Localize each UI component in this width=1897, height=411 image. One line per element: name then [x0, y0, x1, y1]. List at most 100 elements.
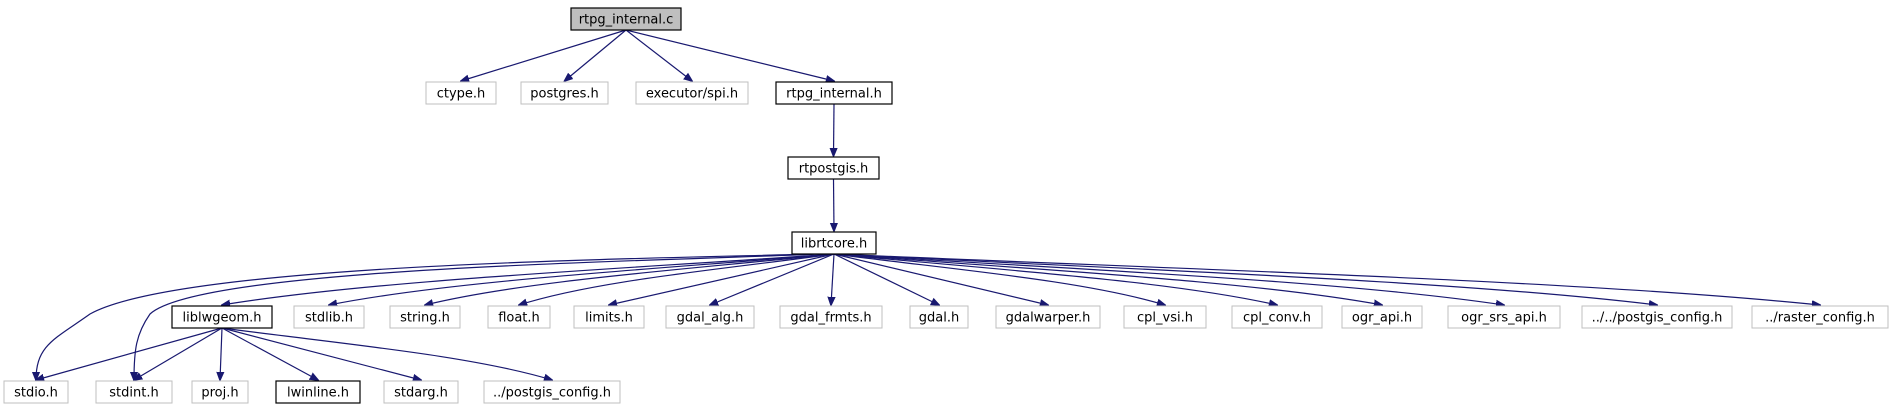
node-label-ogr-srs-api-h: ogr_srs_api.h: [1461, 311, 1547, 326]
nodes-layer: rtpg_internal.c ctype.h postgres.h executor…: [3, 7, 1889, 404]
node-rtpg-internal-c[interactable]: rtpg_internal.c: [570, 7, 682, 31]
edge-librtcore-h-to-string-h: [425, 253, 835, 305]
node-float-h: float.h: [487, 305, 551, 329]
node-box-postgis-config-up1-h: [483, 380, 621, 404]
node-label-limits-h: limits.h: [585, 311, 633, 326]
node-string-h: string.h: [389, 305, 461, 329]
node-box-string-h: [389, 305, 461, 329]
edge-librtcore-h-to-cpl-conv-h: [833, 253, 1277, 305]
edge-liblwgeom-h-to-stdio-h: [36, 327, 223, 380]
node-label-proj-h: proj.h: [201, 386, 238, 401]
node-label-ctype-h: ctype.h: [437, 87, 486, 102]
node-gdal-h: gdal.h: [909, 305, 969, 329]
node-postgis-config-up2-h: ../../postgis_config.h: [1581, 305, 1733, 329]
node-box-executor-spi-h: [635, 81, 749, 105]
edge-rtpg-internal-c-to-rtpg-internal-h: [625, 29, 834, 81]
node-label-executor-spi-h: executor/spi.h: [646, 87, 738, 102]
node-box-librtcore-h: [791, 231, 877, 255]
edge-librtcore-h-to-ogr-srs-api-h: [833, 253, 1504, 305]
node-box-proj-h: [191, 380, 249, 404]
edge-rtpg-internal-h-to-rtpostgis-h: [834, 103, 835, 156]
edge-librtcore-h-to-gdal-alg-h: [710, 253, 835, 305]
node-label-postgis-config-up2-h: ../../postgis_config.h: [1592, 311, 1723, 326]
node-box-stdio-h: [3, 380, 69, 404]
node-cpl-vsi-h: cpl_vsi.h: [1123, 305, 1207, 329]
node-box-postgres-h: [520, 81, 609, 105]
node-label-rtpg-internal-c: rtpg_internal.c: [579, 13, 674, 28]
node-label-stdlib-h: stdlib.h: [305, 311, 353, 326]
node-raster-config-h: ../raster_config.h: [1751, 305, 1889, 329]
edge-librtcore-h-to-liblwgeom-h: [222, 253, 835, 305]
edge-liblwgeom-h-to-proj-h: [220, 327, 222, 380]
node-stdarg-h: stdarg.h: [383, 380, 459, 404]
node-rtpostgis-h[interactable]: rtpostgis.h: [787, 156, 880, 180]
edge-librtcore-h-to-stdio-h: [36, 253, 815, 380]
edge-liblwgeom-h-to-stdarg-h: [221, 327, 421, 380]
node-label-librtcore-h: librtcore.h: [801, 237, 867, 252]
node-box-rtpg-internal-c: [570, 7, 682, 31]
edge-rtpg-internal-c-to-executor-spi-h: [625, 29, 692, 81]
node-box-liblwgeom-h: [171, 305, 273, 329]
node-label-liblwgeom-h: liblwgeom.h: [183, 311, 262, 326]
edge-liblwgeom-h-to-postgis-config-up1-h: [221, 327, 552, 380]
node-liblwgeom-h[interactable]: liblwgeom.h: [171, 305, 273, 329]
node-box-lwinline-h: [275, 380, 361, 404]
node-label-string-h: string.h: [400, 311, 450, 326]
node-box-ctype-h: [425, 81, 497, 105]
edge-librtcore-h-to-limits-h: [609, 253, 835, 305]
edge-librtcore-h-to-raster-config-h: [833, 253, 1820, 305]
node-label-rtpg-internal-h: rtpg_internal.h: [786, 87, 882, 102]
node-lwinline-h[interactable]: lwinline.h: [275, 380, 361, 404]
node-gdal-frmts-h: gdal_frmts.h: [779, 305, 883, 329]
edge-librtcore-h-to-stdlib-h: [329, 253, 835, 305]
node-box-rtpostgis-h: [787, 156, 880, 180]
node-label-gdal-alg-h: gdal_alg.h: [677, 311, 744, 326]
node-limits-h: limits.h: [573, 305, 645, 329]
edge-librtcore-h-to-ogr-api-h: [833, 253, 1382, 305]
node-label-postgres-h: postgres.h: [530, 87, 599, 102]
node-stdint-h: stdint.h: [95, 380, 173, 404]
node-box-gdalwarper-h: [995, 305, 1101, 329]
node-box-gdal-alg-h: [665, 305, 755, 329]
edges-layer: [36, 29, 1820, 380]
node-ctype-h: ctype.h: [425, 81, 497, 105]
edge-librtcore-h-to-gdalwarper-h: [833, 253, 1048, 305]
edge-librtcore-h-to-cpl-vsi-h: [833, 253, 1165, 305]
node-box-stdarg-h: [383, 380, 459, 404]
node-label-postgis-config-up1-h: ../postgis_config.h: [493, 386, 611, 401]
node-box-limits-h: [573, 305, 645, 329]
node-box-float-h: [487, 305, 551, 329]
node-box-gdal-frmts-h: [779, 305, 883, 329]
edge-librtcore-h-to-float-h: [519, 253, 835, 305]
node-label-gdal-frmts-h: gdal_frmts.h: [790, 311, 871, 326]
edge-librtcore-h-to-gdal-h: [833, 253, 939, 305]
edge-liblwgeom-h-to-lwinline-h: [221, 327, 318, 380]
node-label-gdal-h: gdal.h: [919, 311, 959, 326]
node-postgres-h: postgres.h: [520, 81, 609, 105]
node-label-cpl-vsi-h: cpl_vsi.h: [1137, 311, 1193, 326]
node-label-lwinline-h: lwinline.h: [287, 386, 349, 401]
edge-rtpg-internal-c-to-ctype-h: [461, 29, 627, 81]
node-label-gdalwarper-h: gdalwarper.h: [1006, 311, 1091, 326]
node-gdal-alg-h: gdal_alg.h: [665, 305, 755, 329]
node-postgis-config-up1-h: ../postgis_config.h: [483, 380, 621, 404]
node-box-raster-config-h: [1751, 305, 1889, 329]
node-gdalwarper-h: gdalwarper.h: [995, 305, 1101, 329]
node-rtpg-internal-h[interactable]: rtpg_internal.h: [775, 81, 893, 105]
node-proj-h: proj.h: [191, 380, 249, 404]
node-label-stdarg-h: stdarg.h: [394, 386, 448, 401]
node-box-cpl-vsi-h: [1123, 305, 1207, 329]
node-cpl-conv-h: cpl_conv.h: [1231, 305, 1323, 329]
node-label-rtpostgis-h: rtpostgis.h: [799, 162, 869, 177]
node-box-postgis-config-up2-h: [1581, 305, 1733, 329]
node-label-stdio-h: stdio.h: [14, 386, 58, 401]
edge-rtpg-internal-c-to-postgres-h: [565, 29, 627, 81]
node-executor-spi-h: executor/spi.h: [635, 81, 749, 105]
node-ogr-api-h: ogr_api.h: [1341, 305, 1423, 329]
node-box-gdal-h: [909, 305, 969, 329]
node-box-rtpg-internal-h: [775, 81, 893, 105]
node-stdio-h: stdio.h: [3, 380, 69, 404]
node-librtcore-h[interactable]: librtcore.h: [791, 231, 877, 255]
edge-liblwgeom-h-to-stdint-h: [134, 327, 223, 380]
